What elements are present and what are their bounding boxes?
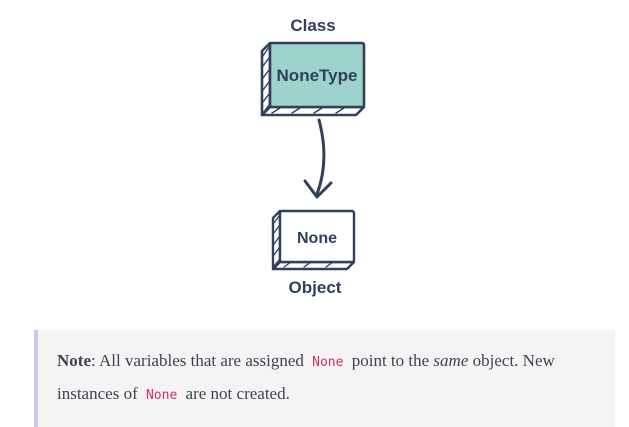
none-object-box [271,209,356,271]
nonetype-box-hatching [262,46,345,114]
arrow-head [303,179,333,199]
object-caption: Object [289,278,342,297]
arrow-down [303,118,333,199]
note-text-3: object. New instances of [57,351,555,403]
note-text-1: : All variables that are assigned [90,351,309,370]
none-box-text: None [297,230,337,247]
note-callout: Note: All variables that are assigned No… [34,330,615,427]
none-box-face [278,209,356,264]
nonetype-box-text: NoneType [277,66,358,85]
inline-code-none-2: None [141,387,182,404]
class-caption: Class [290,16,335,35]
note-label: Note [57,351,91,370]
inline-code-none-1: None [308,354,348,371]
note-emphasis-same: same [433,351,469,370]
nonetype-box-face [268,41,366,109]
note-text-2: point to the [347,351,434,370]
nonetype-class-box [260,41,366,117]
arrow-shaft [315,118,326,196]
note-text-4: are not created. [181,384,290,403]
nonetype-diagram: Class NoneType [260,16,366,297]
